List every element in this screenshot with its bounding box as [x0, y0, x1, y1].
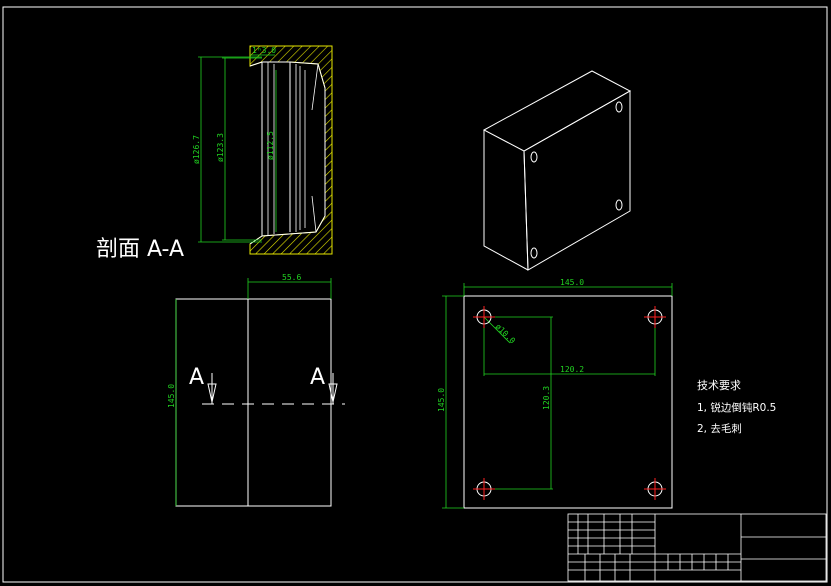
- title-block: [567, 513, 827, 582]
- mounting-hole: [473, 478, 495, 500]
- dim-plan-height: 145.0: [437, 388, 446, 412]
- tech-requirements: 技术要求 1, 锐边倒钝R0.5 2, 去毛刺: [697, 379, 776, 435]
- sheet-border: [2, 6, 828, 583]
- mounting-hole: [644, 478, 666, 500]
- dim-front-height: 145.0: [167, 384, 176, 408]
- dim-plan-width: 145.0: [560, 278, 584, 287]
- iso-hole: [615, 101, 623, 113]
- tech-req-title: 技术要求: [697, 379, 741, 392]
- dim-dia-mid: ø123.3: [216, 133, 225, 162]
- tech-req-item-2: 2, 去毛刺: [697, 423, 742, 435]
- dim-hole-span-x: 120.2: [560, 365, 584, 374]
- dim-dia-inner: ø112.5: [266, 131, 275, 160]
- dim-hole-dia: ø10.0: [494, 322, 518, 346]
- iso-hole: [530, 151, 538, 163]
- mounting-hole: [644, 306, 666, 328]
- section-view: 1ⁿ3.0 ø126.7 ø123.3 ø112.5: [192, 45, 333, 255]
- front-view: A A 55.6 145.0: [167, 273, 345, 507]
- tech-req-item-1: 1, 锐边倒钝R0.5: [697, 401, 776, 414]
- mounting-hole: [473, 306, 495, 328]
- dim-hole-span-y: 120.3: [542, 386, 551, 410]
- section-title: 剖面 A-A: [96, 237, 184, 262]
- iso-hole: [615, 199, 623, 211]
- iso-hole: [530, 247, 538, 259]
- dim-section-top: 1ⁿ3.0: [252, 46, 276, 55]
- isometric-view: [482, 70, 632, 271]
- dim-front-width: 55.6: [282, 273, 301, 282]
- dim-dia-outer: ø126.7: [192, 135, 201, 164]
- section-mark-right: A: [310, 365, 325, 390]
- section-mark-left: A: [189, 365, 204, 390]
- plan-view: 145.0 145.0 ø10.0 120.2 120.3: [437, 278, 673, 509]
